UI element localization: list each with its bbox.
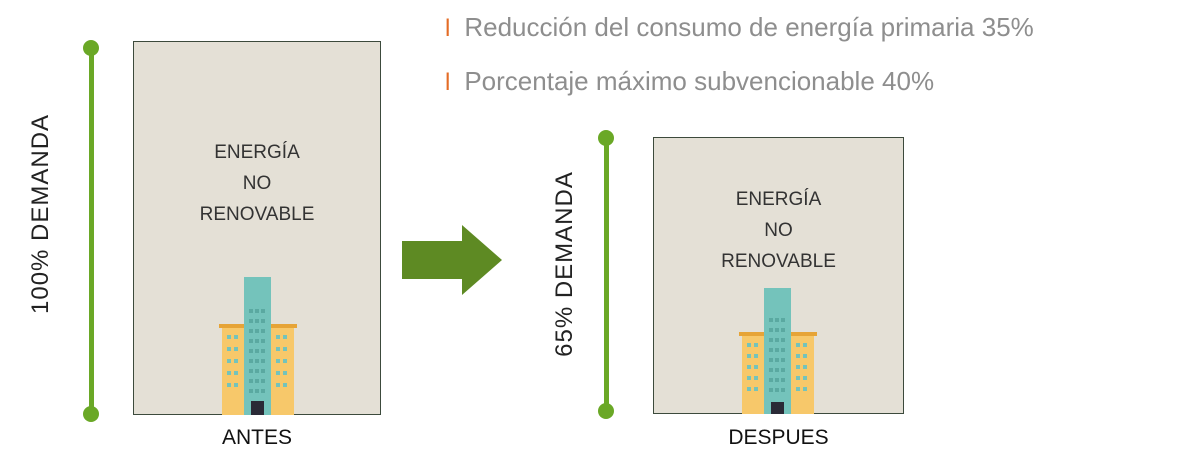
bullet-item: l Reducción del consumo de energía primar… [445,12,1034,43]
energy-box-text: ENERGÍA NO RENOVABLE [134,137,380,230]
caption-after: DESPUES [728,426,829,449]
energy-box-line: ENERGÍA [735,189,822,210]
caption-before: ANTES [221,426,292,449]
energy-box-line: RENOVABLE [199,204,315,225]
bullet-text: Porcentaje máximo subvencionable 40% [464,66,935,96]
demand-bar-bottom-dot [83,406,99,422]
energy-box-line: NO [242,173,272,194]
demand-bar-top-dot [598,130,614,146]
demand-label-before: 100% DEMANDA [27,113,54,314]
bullet-mark: l [445,15,451,42]
demand-bar-before [89,48,94,414]
energy-box-line: ENERGÍA [214,142,300,163]
building-icon [739,288,817,414]
bullet-text: Reducción del consumo de energía primari… [464,12,1034,42]
arrow-right-icon [402,225,502,295]
demand-bar-top-dot [83,40,99,56]
building-icon [219,277,297,415]
demand-bar-after [604,138,609,412]
demand-label-after: 65% DEMANDA [551,171,578,357]
energy-box-text: ENERGÍA NO RENOVABLE [654,184,903,277]
demand-bar-bottom-dot [598,403,614,419]
bullet-mark: l [445,69,451,96]
energy-box-line: NO [764,220,793,241]
bullet-item: l Porcentaje máximo subvencionable 40% [445,66,934,97]
energy-box-line: RENOVABLE [721,251,836,272]
